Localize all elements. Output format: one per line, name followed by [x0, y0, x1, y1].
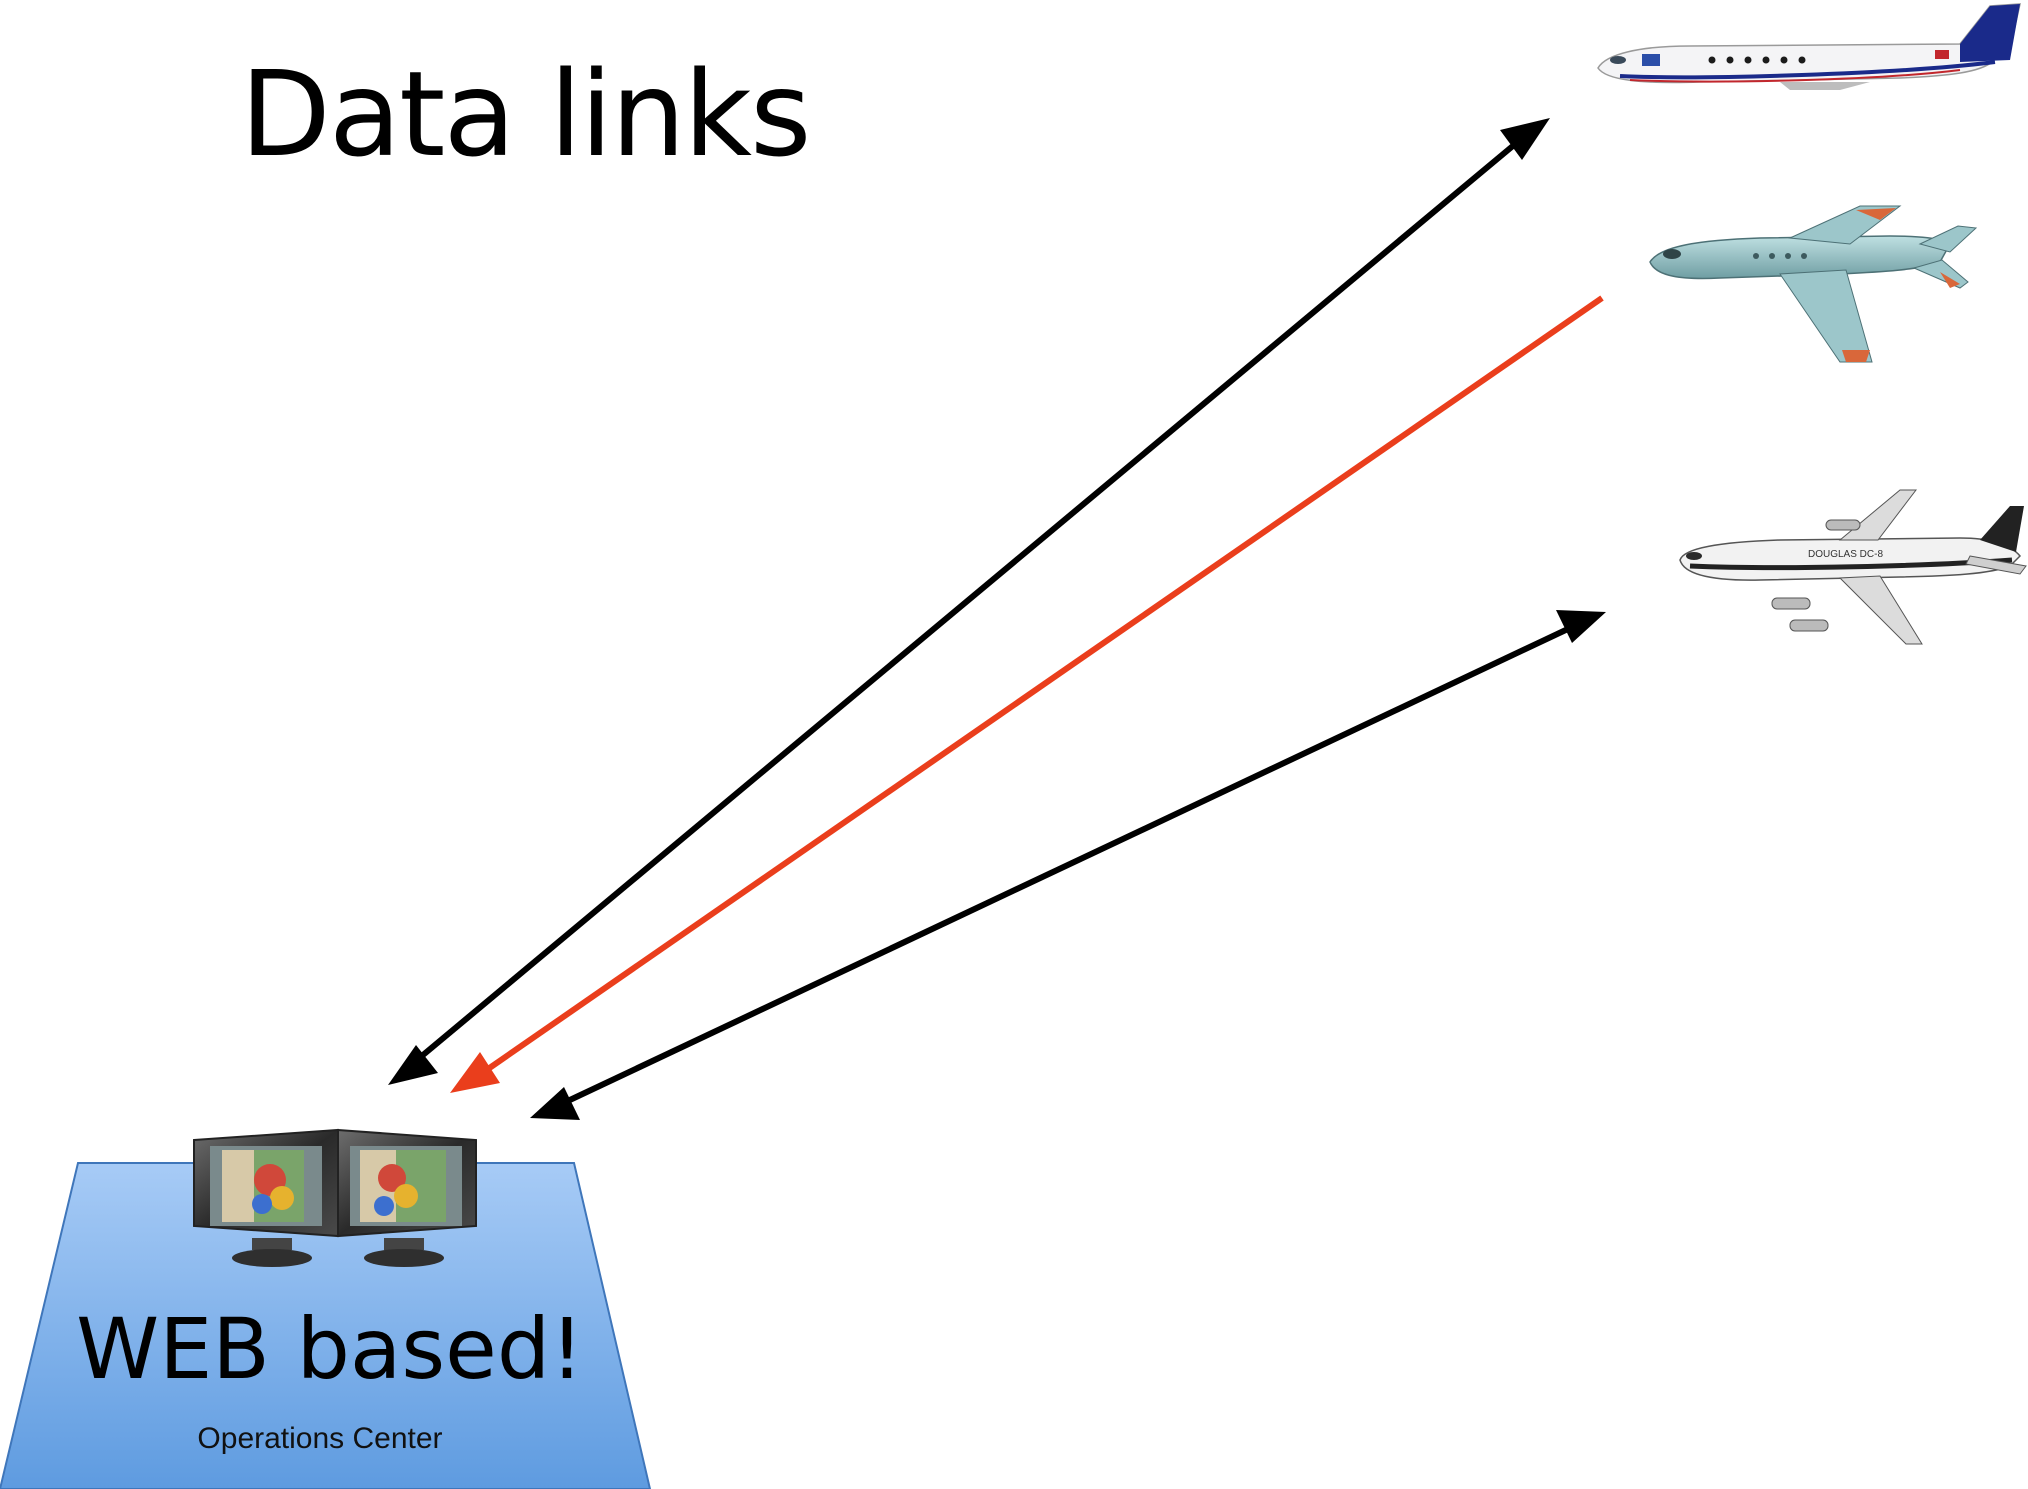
arrowhead	[388, 1045, 438, 1085]
arrowhead	[1556, 610, 1606, 643]
monitor-icon	[193, 1128, 339, 1267]
monitor-icon	[337, 1128, 477, 1267]
research-jet-icon	[1649, 205, 1978, 363]
aircraft-livery-text: DOUGLAS DC-8	[1808, 549, 1883, 560]
arrowhead	[450, 1052, 500, 1093]
operations-main-label: WEB based!	[76, 1300, 584, 1398]
page-title: Data links	[240, 45, 811, 183]
operations-center	[0, 1128, 652, 1489]
arrowhead	[530, 1087, 580, 1120]
research-jet-icon	[1597, 3, 2021, 90]
link-middle-aircraft	[450, 295, 1604, 1093]
link-bottom-aircraft	[530, 610, 1606, 1120]
douglas-dc8-icon: DOUGLAS DC-8	[1679, 489, 2027, 645]
arrowhead	[1500, 118, 1550, 160]
operations-sub-label: Operations Center	[197, 1422, 443, 1455]
link-top-aircraft	[388, 118, 1550, 1085]
